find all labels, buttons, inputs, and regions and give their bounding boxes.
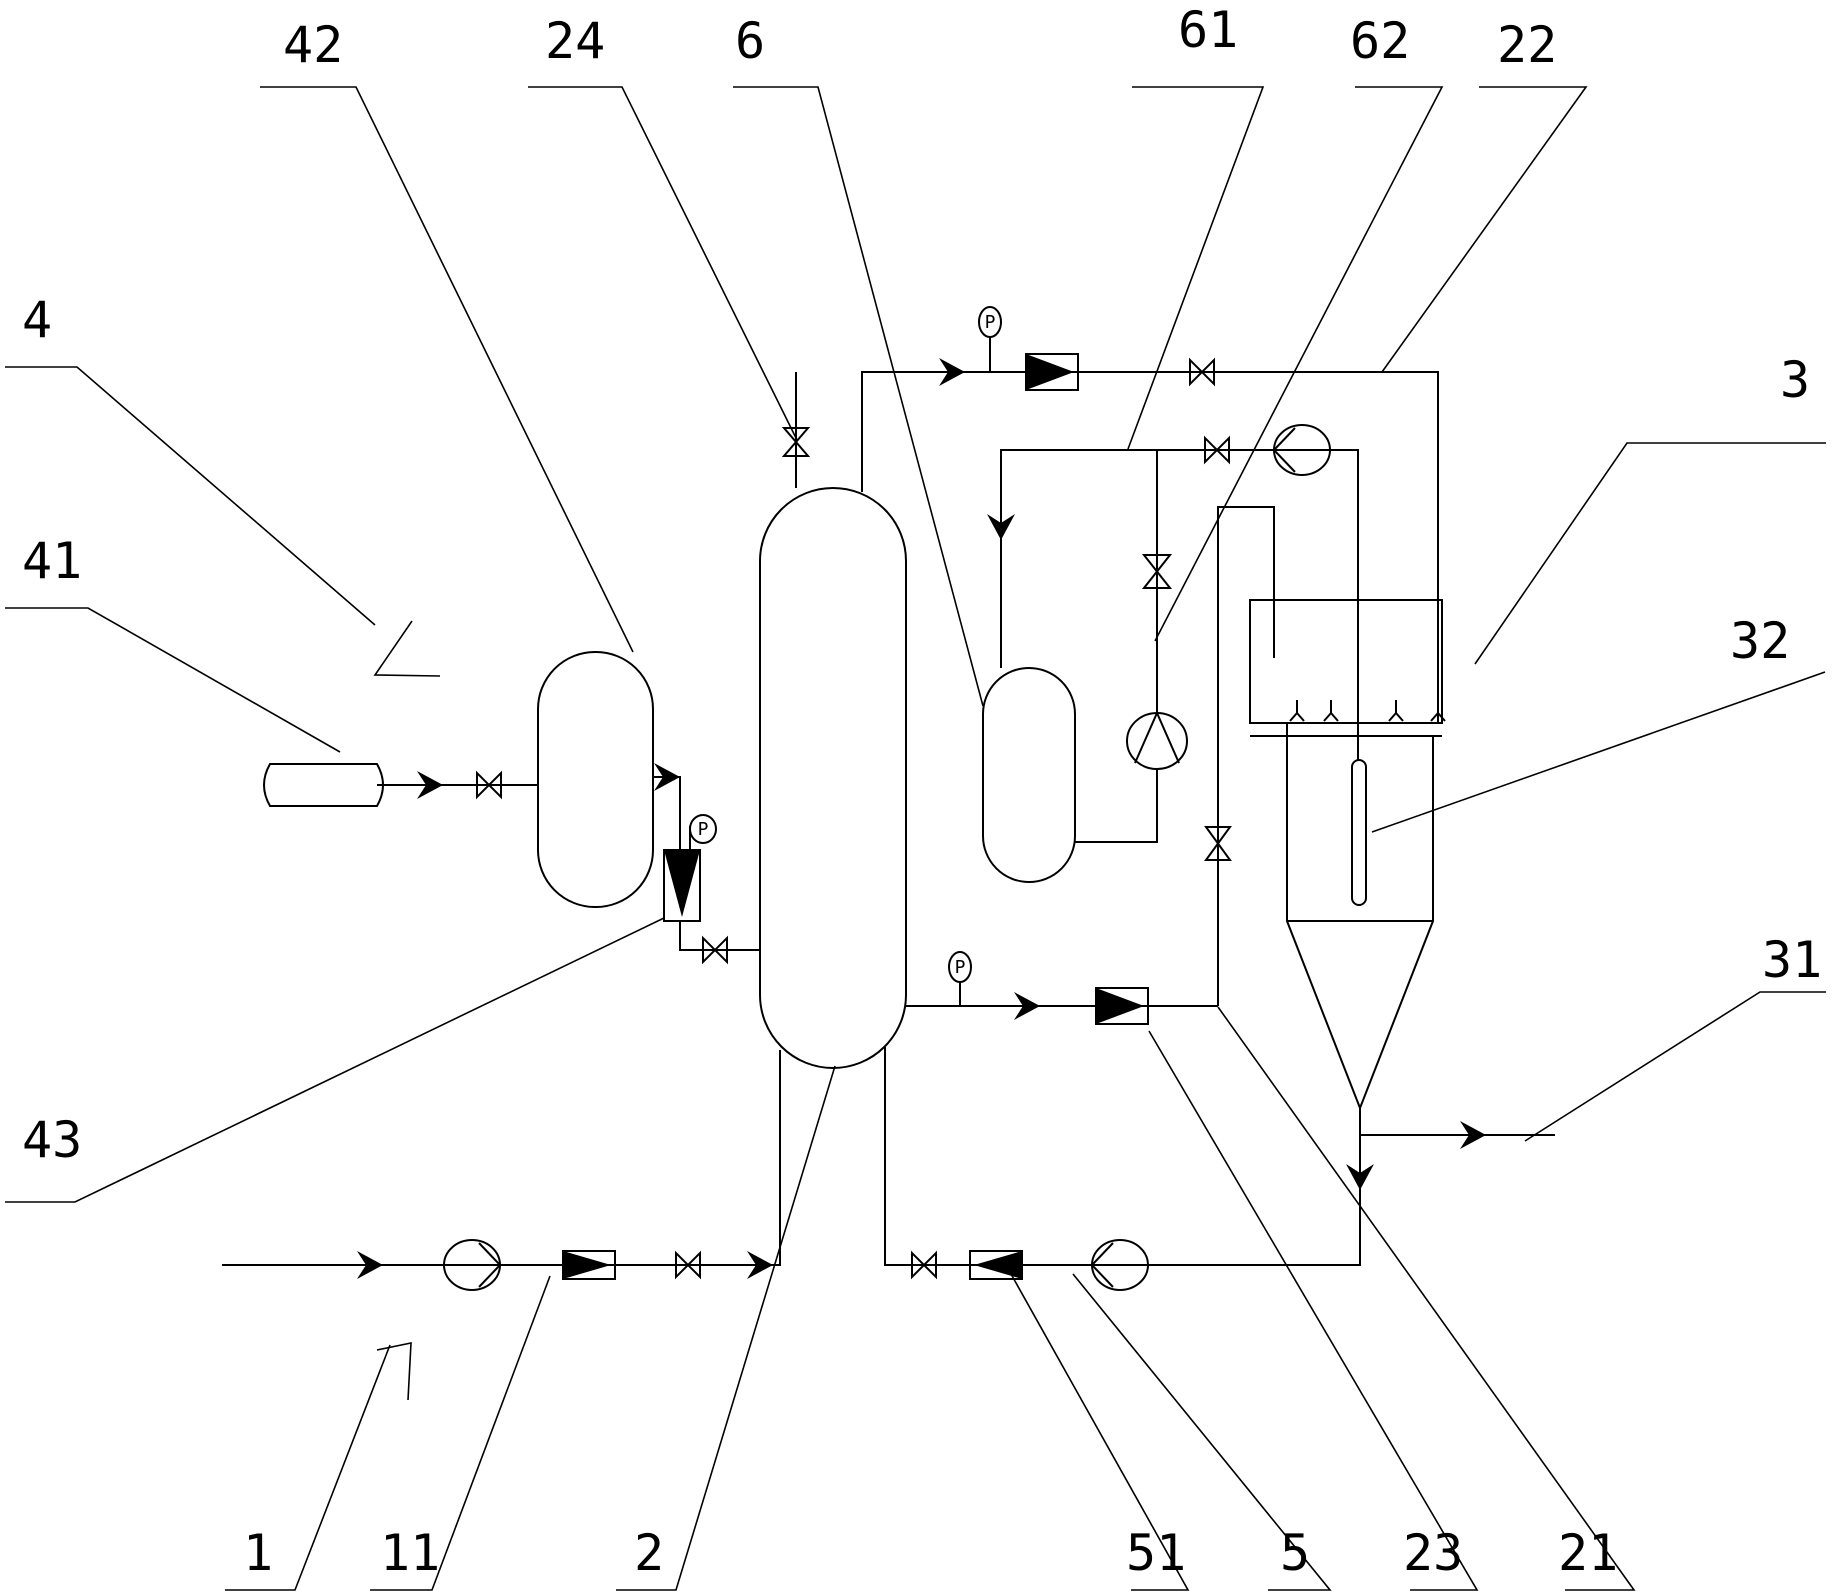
label-32: 32 (1730, 612, 1790, 670)
arrow-1-head (376, 1342, 412, 1401)
pressure-gauge-42: P (689, 814, 717, 844)
arrow-4-head (373, 620, 441, 677)
label-21: 21 (1558, 1524, 1618, 1582)
check-valve-51 (969, 1250, 1023, 1280)
valve-61 (1204, 435, 1230, 465)
label-6: 6 (735, 12, 765, 70)
pumps (443, 424, 1331, 1291)
pump-61 (1272, 424, 1331, 476)
pump-5 (1090, 1239, 1149, 1291)
label-1: 1 (243, 1524, 273, 1582)
label-2: 2 (634, 1524, 664, 1582)
valve-41 (476, 770, 502, 800)
label-3: 3 (1780, 351, 1810, 409)
cylinder-41 (263, 763, 384, 807)
valve-return (911, 1250, 937, 1280)
check-valve-43 (663, 849, 701, 922)
svg-text:P: P (985, 312, 996, 333)
tank-42 (537, 651, 654, 908)
label-42: 42 (283, 16, 343, 74)
valve-branch (1204, 826, 1232, 861)
tank-6 (982, 667, 1076, 883)
valve-43 (702, 935, 728, 965)
check-valves (562, 353, 1149, 1280)
pressure-gauge-outlet: P (948, 951, 972, 983)
pump-feed (443, 1239, 502, 1291)
level-gauge-32 (1351, 759, 1367, 906)
pump-6 (1126, 710, 1188, 770)
label-24: 24 (545, 12, 605, 70)
label-4: 4 (22, 291, 52, 349)
flow-arrows (357, 358, 1486, 1401)
label-23: 23 (1403, 1524, 1463, 1582)
svg-text:P: P (955, 957, 966, 978)
separator-3 (1249, 599, 1446, 1111)
valve-vent-24 (781, 427, 811, 457)
valve-top-line (1189, 357, 1215, 387)
check-valve-top (1025, 353, 1079, 391)
label-22: 22 (1497, 16, 1557, 74)
pipes (222, 337, 1555, 1266)
pressure-gauges: P P P (689, 306, 1002, 983)
valve-feed (675, 1250, 701, 1280)
check-valve-23 (1095, 987, 1149, 1025)
label-62: 62 (1350, 12, 1410, 70)
label-61: 61 (1178, 1, 1238, 59)
leader-lines (5, 86, 1826, 1591)
pressure-gauge-top: P (978, 306, 1002, 338)
main-column-2 (759, 487, 907, 1069)
label-5: 5 (1280, 1524, 1310, 1582)
label-41: 41 (22, 532, 82, 590)
label-31: 31 (1762, 931, 1822, 989)
svg-text:P: P (698, 819, 709, 840)
label-11: 11 (380, 1524, 440, 1582)
gate-valves (476, 357, 1232, 1280)
valve-62 (1141, 554, 1173, 589)
label-43: 43 (22, 1111, 82, 1169)
check-valve-11 (562, 1250, 616, 1280)
reference-labels: 42 24 6 61 62 22 4 3 41 32 43 31 1 11 2 … (22, 1, 1822, 1582)
